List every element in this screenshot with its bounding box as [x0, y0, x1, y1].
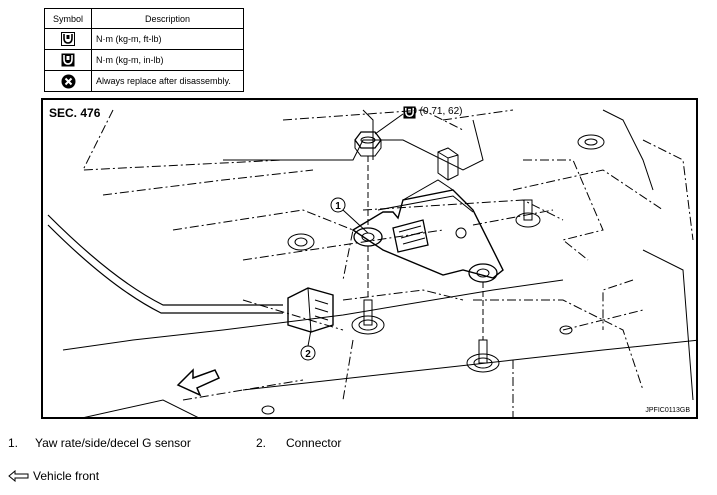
bracket-block — [437, 147, 459, 181]
parts-caption: 1. Yaw rate/side/decel G sensor 2. Conne… — [0, 436, 717, 456]
item-1-label: Yaw rate/side/decel G sensor — [35, 436, 191, 450]
legend-description: N·m (kg-m, in-lb) — [91, 49, 244, 71]
mounting-nut — [354, 131, 382, 157]
callout-2-label: 2 — [305, 349, 311, 360]
wiring-harness — [47, 214, 283, 306]
legend-description: Always replace after disassembly. — [91, 70, 244, 92]
sensor-bracket — [351, 179, 504, 283]
callout-1-label: 1 — [335, 201, 341, 212]
replace-icon — [61, 74, 75, 88]
legend-header-row: Symbol Description — [44, 8, 244, 29]
symbol-legend-table: Symbol Description N·m (kg-m, ft-lb) N·m… — [44, 8, 244, 92]
figure-code: JPFIC0113GB — [645, 407, 690, 414]
harness-connector — [287, 287, 334, 333]
torque-wrench-small-icon — [61, 53, 75, 67]
item-1-number: 1. — [8, 436, 19, 450]
installation-figure: SEC. 476 7.0 (0.71, 62) — [41, 98, 698, 419]
sensor-connector-port — [392, 219, 429, 253]
torque-wrench-icon — [61, 32, 75, 46]
legend-header-symbol: Symbol — [44, 8, 92, 29]
mounting-stud — [515, 199, 541, 228]
vehicle-front-caption: Vehicle front — [8, 469, 99, 483]
torque-value: 7.0 (0.71, 62) — [403, 106, 463, 117]
item-2-label: Connector — [286, 436, 342, 450]
body-panel-outline — [82, 109, 694, 417]
item-2-number: 2. — [256, 436, 267, 450]
vehicle-front-label: Vehicle front — [33, 469, 100, 483]
legend-description: N·m (kg-m, ft-lb) — [91, 28, 244, 50]
vehicle-front-arrow — [176, 368, 221, 397]
mounting-stud — [351, 299, 385, 335]
legend-row: Always replace after disassembly. — [44, 70, 244, 92]
legend-row: N·m (kg-m, in-lb) — [44, 49, 244, 71]
vehicle-front-arrow-icon — [8, 470, 29, 482]
mounting-stud — [466, 339, 500, 373]
legend-row: N·m (kg-m, ft-lb) — [44, 28, 244, 50]
legend-header-description: Description — [91, 8, 244, 29]
sensor-installation-drawing: 1 2 — [47, 109, 696, 417]
callout-1-circle — [330, 197, 346, 213]
section-label: SEC. 476 — [49, 106, 101, 120]
